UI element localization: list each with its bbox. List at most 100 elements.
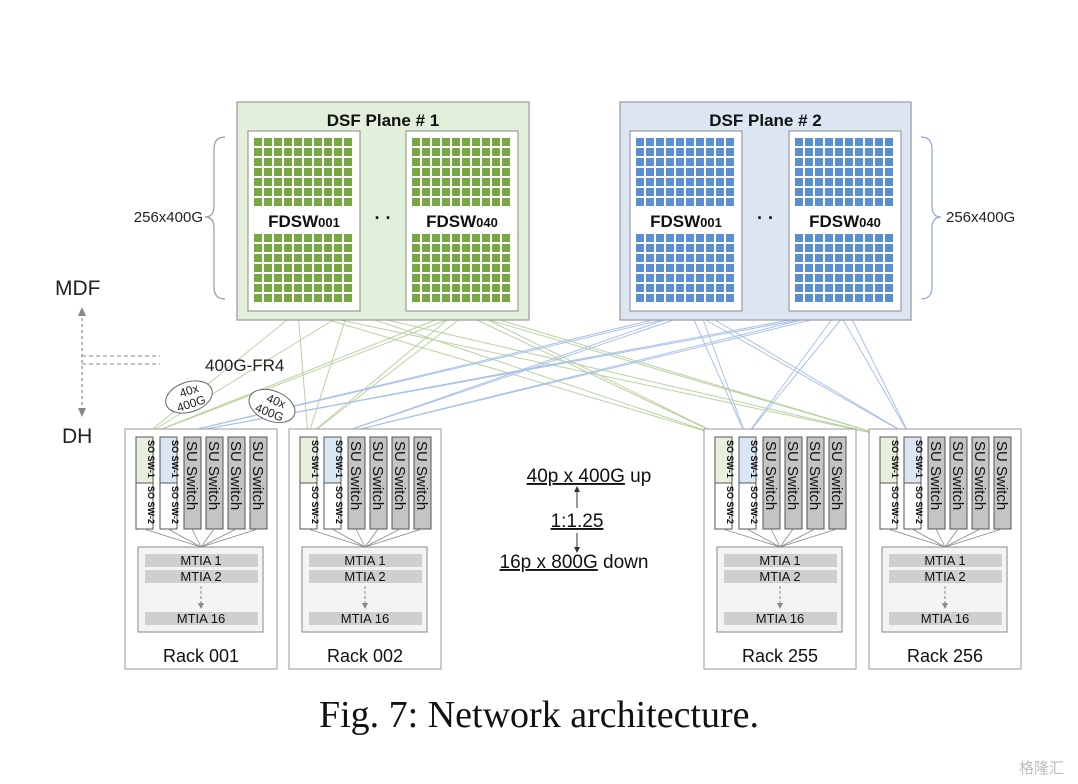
port-cell	[805, 244, 813, 252]
switch-label: FDSW001	[268, 212, 340, 231]
port-cell	[656, 254, 664, 262]
tray-link	[167, 528, 202, 548]
port-cell	[795, 148, 803, 156]
port-cell	[502, 284, 510, 292]
port-cell	[676, 188, 684, 196]
port-cell	[472, 178, 480, 186]
port-cell	[422, 188, 430, 196]
port-cell	[865, 234, 873, 242]
su-switch	[993, 436, 1012, 530]
port-cell	[294, 148, 302, 156]
port-cell	[656, 148, 664, 156]
port-cell	[825, 178, 833, 186]
mtia-slot	[309, 612, 422, 625]
port-cell	[462, 168, 470, 176]
port-cell	[462, 158, 470, 166]
port-cell	[334, 234, 342, 242]
so-sw-2-label: SO SW-2	[170, 486, 180, 524]
port-cell	[304, 158, 312, 166]
mtia-slot	[145, 612, 258, 625]
port-cell	[676, 168, 684, 176]
port-cell	[825, 264, 833, 272]
port-cell	[815, 168, 823, 176]
port-cell	[452, 254, 460, 262]
port-cell	[462, 274, 470, 282]
port-cell	[502, 294, 510, 302]
port-cell	[334, 168, 342, 176]
port-cell	[686, 244, 694, 252]
mtia-label: MTIA 1	[180, 553, 221, 568]
tray-link	[911, 528, 946, 548]
port-cell	[304, 198, 312, 206]
port-cell	[636, 264, 644, 272]
port-cell	[314, 264, 322, 272]
port-cell	[452, 138, 460, 146]
port-cell	[686, 178, 694, 186]
port-cell	[294, 234, 302, 242]
port-cell	[716, 138, 724, 146]
su-switch	[949, 436, 968, 530]
port-cell	[825, 274, 833, 282]
bundle-count: 40x	[265, 391, 288, 411]
port-cell	[254, 178, 262, 186]
port-cell	[805, 234, 813, 242]
so-sw-1-label: SO SW-1	[749, 440, 759, 478]
bundle-count: 40x	[178, 381, 201, 400]
port-cell	[324, 188, 332, 196]
port-cell	[865, 168, 873, 176]
port-cell	[636, 168, 644, 176]
port-cell	[422, 274, 430, 282]
port-cell	[706, 178, 714, 186]
port-cell	[472, 294, 480, 302]
port-cell	[795, 168, 803, 176]
port-cell	[462, 254, 470, 262]
port-cell	[696, 274, 704, 282]
port-cell	[666, 254, 674, 262]
port-cell	[412, 234, 420, 242]
port-cell	[334, 138, 342, 146]
port-cell	[304, 188, 312, 196]
port-cell	[825, 138, 833, 146]
port-cell	[344, 148, 352, 156]
port-cell	[314, 188, 322, 196]
port-cell	[254, 284, 262, 292]
port-cell	[344, 168, 352, 176]
port-cell	[324, 254, 332, 262]
mtia-slot	[309, 554, 422, 567]
port-cell	[716, 168, 724, 176]
mtia-slot	[724, 554, 837, 567]
port-cell	[284, 148, 292, 156]
port-cell	[636, 244, 644, 252]
port-cell	[324, 274, 332, 282]
tray-link	[746, 528, 781, 548]
port-cell	[805, 138, 813, 146]
port-cell	[502, 234, 510, 242]
port-cell	[885, 158, 893, 166]
port-cell	[676, 244, 684, 252]
port-cell	[696, 254, 704, 262]
port-cell	[835, 264, 843, 272]
port-cell	[274, 158, 282, 166]
port-cell	[805, 168, 813, 176]
port-cell	[482, 294, 490, 302]
port-cell	[646, 158, 654, 166]
port-cell	[482, 198, 490, 206]
green-uplink	[347, 310, 887, 437]
port-cell	[254, 264, 262, 272]
blue-uplink	[699, 310, 747, 437]
mtia-slot	[145, 570, 258, 583]
port-cell	[666, 168, 674, 176]
ellipsis: · ·	[757, 208, 774, 228]
port-cell	[835, 254, 843, 262]
port-cell	[482, 138, 490, 146]
dh-label: DH	[62, 425, 92, 448]
port-cell	[284, 138, 292, 146]
port-cell	[845, 158, 853, 166]
port-cell	[885, 284, 893, 292]
port-cell	[422, 294, 430, 302]
port-cell	[716, 188, 724, 196]
